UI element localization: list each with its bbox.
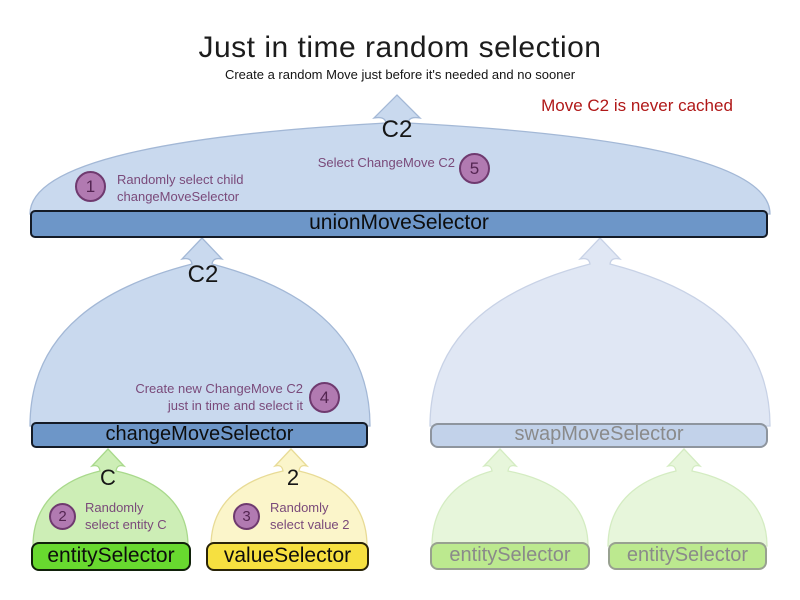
step-badge-5: 5 bbox=[459, 153, 490, 184]
step-number: 3 bbox=[242, 508, 251, 525]
note-move-never-cached: Move C2 is never cached bbox=[541, 96, 733, 115]
change-move-selector-bar: changeMoveSelector bbox=[31, 422, 368, 448]
annotation-line: Select ChangeMove C2 bbox=[317, 155, 455, 170]
swap-dome-shape bbox=[429, 237, 771, 427]
annotation-line: Randomly select child bbox=[117, 172, 244, 187]
step-2-annotation: Randomly select entity C bbox=[85, 499, 167, 533]
page-subtitle: Create a random Move just before it's ne… bbox=[224, 67, 576, 82]
swap-move-selector-bar: swapMoveSelector bbox=[430, 423, 768, 448]
annotation-line: Create new ChangeMove C2 bbox=[135, 381, 303, 396]
entity-selector-bar: entitySelector bbox=[31, 542, 191, 571]
step-badge-3: 3 bbox=[233, 503, 260, 530]
step-badge-1: 1 bbox=[75, 171, 106, 202]
annotation-line: select entity C bbox=[85, 517, 167, 532]
output-label-value-2: 2 bbox=[286, 465, 300, 490]
union-move-selector-bar: unionMoveSelector bbox=[30, 210, 768, 238]
step-number: 4 bbox=[319, 387, 330, 407]
selector-label: unionMoveSelector bbox=[309, 211, 489, 234]
annotation-line: just in time and select it bbox=[167, 398, 303, 413]
selector-label: valueSelector bbox=[223, 543, 352, 567]
output-label-union-c2: C2 bbox=[381, 116, 413, 143]
selector-label: swapMoveSelector bbox=[514, 423, 684, 445]
output-label-change-c2: C2 bbox=[187, 261, 219, 288]
step-4-annotation: Create new ChangeMove C2 just in time an… bbox=[103, 380, 303, 414]
faded-entity-selector-bar-2: entitySelector bbox=[608, 542, 767, 570]
faded-entity-selector-bar-1: entitySelector bbox=[430, 542, 590, 570]
change-dome-shape bbox=[29, 237, 371, 427]
annotation-line: Randomly bbox=[85, 500, 144, 515]
annotation-line: changeMoveSelector bbox=[117, 189, 240, 204]
step-badge-4: 4 bbox=[309, 382, 340, 413]
faded-entity-dome-2-shape bbox=[607, 448, 768, 547]
selector-label: entitySelector bbox=[626, 543, 749, 566]
union-dome-shape bbox=[29, 94, 771, 215]
selector-label: changeMoveSelector bbox=[105, 422, 294, 445]
step-number: 1 bbox=[85, 176, 96, 196]
annotation-line: Randomly bbox=[270, 500, 329, 515]
step-number: 2 bbox=[58, 508, 67, 525]
step-5-annotation: Select ChangeMove C2 bbox=[255, 154, 455, 171]
step-badge-2: 2 bbox=[49, 503, 76, 530]
output-label-entity-c: C bbox=[100, 465, 116, 490]
page-title: Just in time random selection bbox=[198, 31, 602, 64]
faded-entity-dome-1-shape bbox=[431, 448, 589, 547]
step-number: 5 bbox=[469, 158, 480, 178]
selector-label: entitySelector bbox=[449, 543, 571, 566]
step-1-annotation: Randomly select child changeMoveSelector bbox=[117, 171, 243, 205]
value-selector-bar: valueSelector bbox=[206, 542, 369, 571]
annotation-line: select value 2 bbox=[270, 517, 350, 532]
step-3-annotation: Randomly select value 2 bbox=[270, 499, 350, 533]
selector-label: entitySelector bbox=[47, 543, 175, 567]
